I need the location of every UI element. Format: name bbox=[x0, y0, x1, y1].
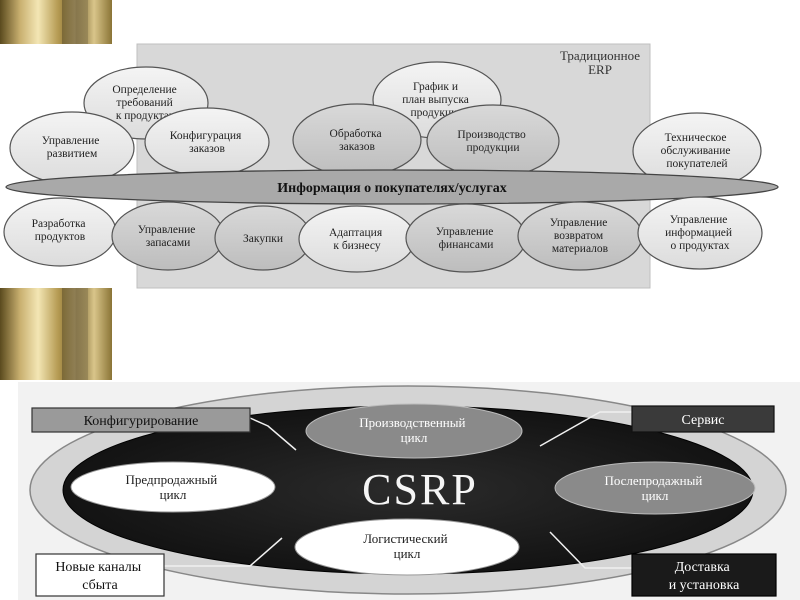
svg-text:Предпродажный цикл: Предпродажный цикл bbox=[126, 472, 221, 502]
erp-circle-finance-mgmt: Управление финансами bbox=[405, 203, 527, 273]
csrp-presale-cycle: Предпродажный цикл bbox=[70, 461, 276, 513]
svg-text:Информация о покупателях/услуг: Информация о покупателях/услугах bbox=[277, 181, 506, 196]
svg-text:Техническое обслуживан: Техническое обслуживание покупателей bbox=[661, 132, 734, 170]
csrp-production-cycle: Производственный цикл bbox=[305, 403, 523, 459]
decorative-gold-bar-middle bbox=[0, 288, 112, 380]
erp-circle-product-development: Разработка продуктов bbox=[3, 197, 117, 267]
decorative-gold-bar-top bbox=[0, 0, 112, 44]
erp-diagram: Традиционное ERP Определение требований … bbox=[3, 43, 779, 289]
svg-text:Сервис: Сервис bbox=[681, 413, 724, 428]
erp-circle-order-processing: Обработка заказов bbox=[292, 103, 422, 177]
erp-circle-materials-return: Управление возвратом материалов bbox=[517, 201, 643, 271]
svg-text:Конфигурирование: Конфигурирование bbox=[84, 414, 199, 429]
svg-text:Управление возвратом: Управление возвратом материалов bbox=[550, 217, 611, 255]
svg-text:Управление финансами: Управление финансами bbox=[436, 226, 497, 251]
svg-text:Доставка и установка: Доставка и установка bbox=[669, 560, 740, 593]
csrp-box-new-channels: Новые каналы сбыта bbox=[35, 553, 165, 597]
erp-circle-manufacturing: Производство продукции bbox=[426, 104, 560, 178]
svg-text:Управление запасами: Управление запасами bbox=[138, 224, 199, 249]
svg-text:Управление информацией: Управление информацией о продуктах bbox=[665, 214, 735, 252]
csrp-box-service: Сервис bbox=[631, 405, 775, 433]
svg-text:Логистический цикл: Логистический цикл bbox=[363, 531, 451, 561]
svg-text:Разработка продуктов: Разработка продуктов bbox=[32, 218, 89, 243]
erp-circle-inventory-mgmt: Управление запасами bbox=[111, 201, 225, 271]
csrp-diagram: CSRP Производственный цикл Предпродажный… bbox=[18, 382, 800, 600]
erp-customer-info-band: Информация о покупателях/услугах bbox=[5, 169, 779, 205]
svg-text:Конфигурация заказов: Конфигурация заказов bbox=[170, 130, 244, 155]
svg-text:Закупки: Закупки bbox=[243, 233, 283, 245]
svg-text:Производственный цикл: Производственный цикл bbox=[359, 415, 468, 445]
svg-text:Послепродажный цикл: Послепродажный цикл bbox=[604, 473, 705, 503]
erp-circle-order-configuration: Конфигурация заказов bbox=[144, 107, 270, 177]
csrp-box-configuration: Конфигурирование bbox=[31, 407, 251, 433]
csrp-postsale-cycle: Послепродажный цикл bbox=[554, 461, 756, 515]
svg-text:Адаптация к бизнесу: Адаптация к бизнесу bbox=[329, 227, 385, 252]
svg-text:Обработка заказов: Обработка заказов bbox=[330, 128, 385, 153]
svg-text:Новые каналы сбыта: Новые каналы сбыта bbox=[55, 560, 144, 593]
erp-circle-business-adaptation: Адаптация к бизнесу bbox=[298, 205, 416, 273]
svg-text:Управление развитием: Управление развитием bbox=[42, 135, 103, 160]
csrp-logistics-cycle: Логистический цикл bbox=[294, 518, 520, 576]
erp-circle-product-info-mgmt: Управление информацией о продуктах bbox=[637, 196, 763, 270]
erp-circle-purchasing: Закупки bbox=[214, 205, 312, 271]
erp-title-line1: Традиционное bbox=[560, 48, 640, 63]
svg-text:Производство продукции: Производство продукции bbox=[457, 129, 528, 154]
csrp-center-label: CSRP bbox=[362, 465, 478, 514]
erp-circle-development-mgmt: Управление развитием bbox=[9, 111, 135, 185]
svg-text:График и план выпуска: График и план выпуска продукции bbox=[402, 81, 472, 119]
erp-title-line2: ERP bbox=[588, 62, 612, 77]
csrp-box-delivery: Доставка и установка bbox=[631, 553, 777, 597]
